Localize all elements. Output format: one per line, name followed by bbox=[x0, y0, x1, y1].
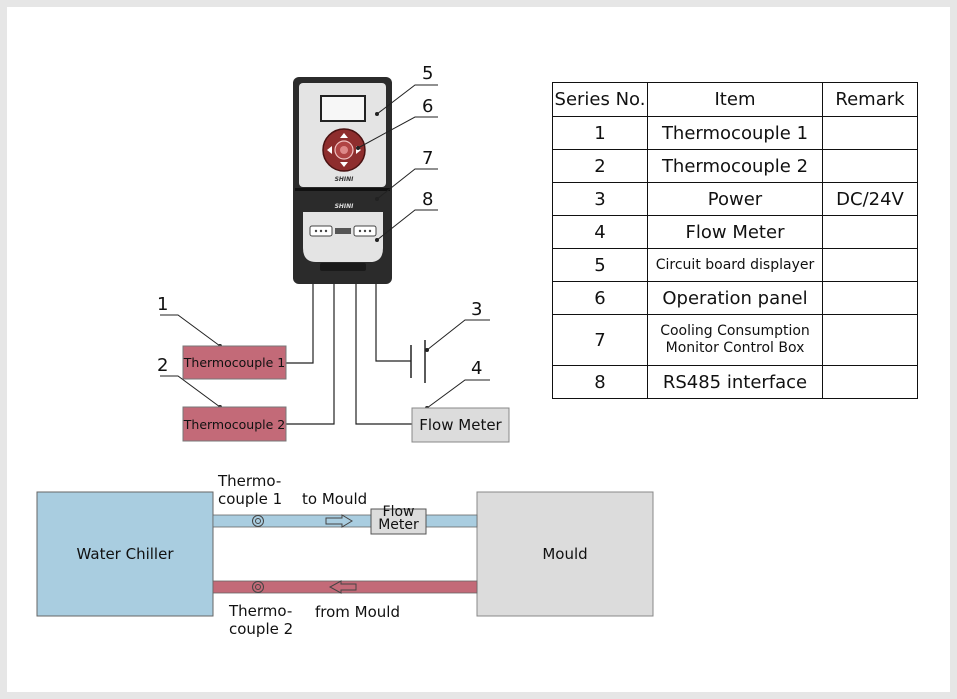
wires bbox=[286, 284, 412, 425]
thermocouple-2-top-text: Thermo- bbox=[229, 602, 293, 620]
cell-remark bbox=[822, 281, 918, 315]
cell-no: 6 bbox=[552, 281, 648, 315]
cell-no: 1 bbox=[552, 116, 648, 150]
cell-no: 7 bbox=[552, 314, 648, 366]
brand-mark: SHINI bbox=[335, 176, 355, 183]
table-row: 4 Flow Meter bbox=[552, 215, 918, 249]
thermocouple-2-bottom-text: couple 2 bbox=[229, 620, 294, 638]
water-chiller-box bbox=[36, 491, 214, 617]
water-chiller-label: Water Chiller bbox=[76, 545, 174, 563]
callout-4: 4 bbox=[471, 358, 483, 379]
table-row: 7 Cooling Consumption Monitor Control Bo… bbox=[552, 314, 918, 366]
callout-5: 5 bbox=[422, 63, 434, 84]
cell-item: RS485 interface bbox=[647, 365, 823, 399]
to-mould-label: to Mould bbox=[302, 490, 368, 508]
thermocouple-2-box bbox=[182, 406, 287, 442]
cell-item: Thermocouple 1 bbox=[647, 116, 823, 150]
cell-remark bbox=[822, 314, 918, 366]
display-screen bbox=[320, 95, 366, 122]
callout-6: 6 bbox=[422, 96, 434, 117]
header-remark: Remark bbox=[822, 82, 918, 117]
table-row: 1 Thermocouple 1 bbox=[552, 116, 918, 150]
cell-item: Power bbox=[647, 182, 823, 216]
header-series-no: Series No. bbox=[552, 82, 648, 117]
callout-2: 2 bbox=[157, 355, 169, 376]
cell-remark bbox=[822, 365, 918, 399]
cell-no: 2 bbox=[552, 149, 648, 183]
callout-1: 1 bbox=[157, 294, 169, 315]
cell-remark: DC/24V bbox=[822, 182, 918, 216]
inline-flow-meter-top: Flow bbox=[382, 504, 415, 520]
callout-8: 8 bbox=[422, 189, 434, 210]
cell-no: 5 bbox=[552, 248, 648, 282]
cell-remark bbox=[822, 248, 918, 282]
table-row: 5 Circuit board displayer bbox=[552, 248, 918, 282]
cell-remark bbox=[822, 149, 918, 183]
callout-3: 3 bbox=[471, 299, 483, 320]
cell-no: 3 bbox=[552, 182, 648, 216]
table-row: 2 Thermocouple 2 bbox=[552, 149, 918, 183]
spec-table: Series No. Item Remark 1 Thermocouple 1 … bbox=[552, 82, 918, 399]
header-item: Item bbox=[647, 82, 823, 117]
rs485-ports bbox=[309, 225, 377, 237]
table-row: 3 Power DC/24V bbox=[552, 182, 918, 216]
from-mould-label: from Mould bbox=[315, 603, 400, 621]
table-header-row: Series No. Item Remark bbox=[552, 82, 918, 117]
thermocouple-2-label: Thermocouple 2 bbox=[183, 416, 286, 432]
inline-flow-meter-bottom: Meter bbox=[378, 517, 419, 533]
operation-panel-keypad bbox=[322, 128, 366, 172]
thermocouple-1-label: Thermocouple 1 bbox=[183, 355, 286, 370]
power-symbol bbox=[410, 340, 426, 383]
cell-item: Operation panel bbox=[647, 281, 823, 315]
cell-item: Cooling Consumption Monitor Control Box bbox=[647, 314, 823, 366]
controller-device: SHINI SHINI bbox=[293, 77, 392, 284]
cell-no: 8 bbox=[552, 365, 648, 399]
cell-item: Circuit board displayer bbox=[647, 248, 823, 282]
flow-meter-inline bbox=[370, 508, 427, 535]
table-row: 8 RS485 interface bbox=[552, 365, 918, 399]
thermocouple-1-box bbox=[182, 345, 287, 380]
table-row: 6 Operation panel bbox=[552, 281, 918, 315]
mould-box bbox=[476, 491, 654, 617]
flow-meter-box bbox=[411, 407, 510, 443]
cell-no: 4 bbox=[552, 215, 648, 249]
cell-remark bbox=[822, 116, 918, 150]
callout-7: 7 bbox=[422, 148, 434, 169]
brand-mark-2: SHINI bbox=[335, 203, 355, 210]
mould-label: Mould bbox=[542, 545, 588, 563]
cell-remark bbox=[822, 215, 918, 249]
callout-lines bbox=[160, 84, 490, 409]
thermocouple-1-top-text: Thermo- bbox=[218, 472, 282, 490]
cell-item: Flow Meter bbox=[647, 215, 823, 249]
flow-meter-label: Flow Meter bbox=[419, 416, 502, 434]
cell-item: Thermocouple 2 bbox=[647, 149, 823, 183]
thermocouple-1-bottom-text: couple 1 bbox=[218, 490, 283, 508]
